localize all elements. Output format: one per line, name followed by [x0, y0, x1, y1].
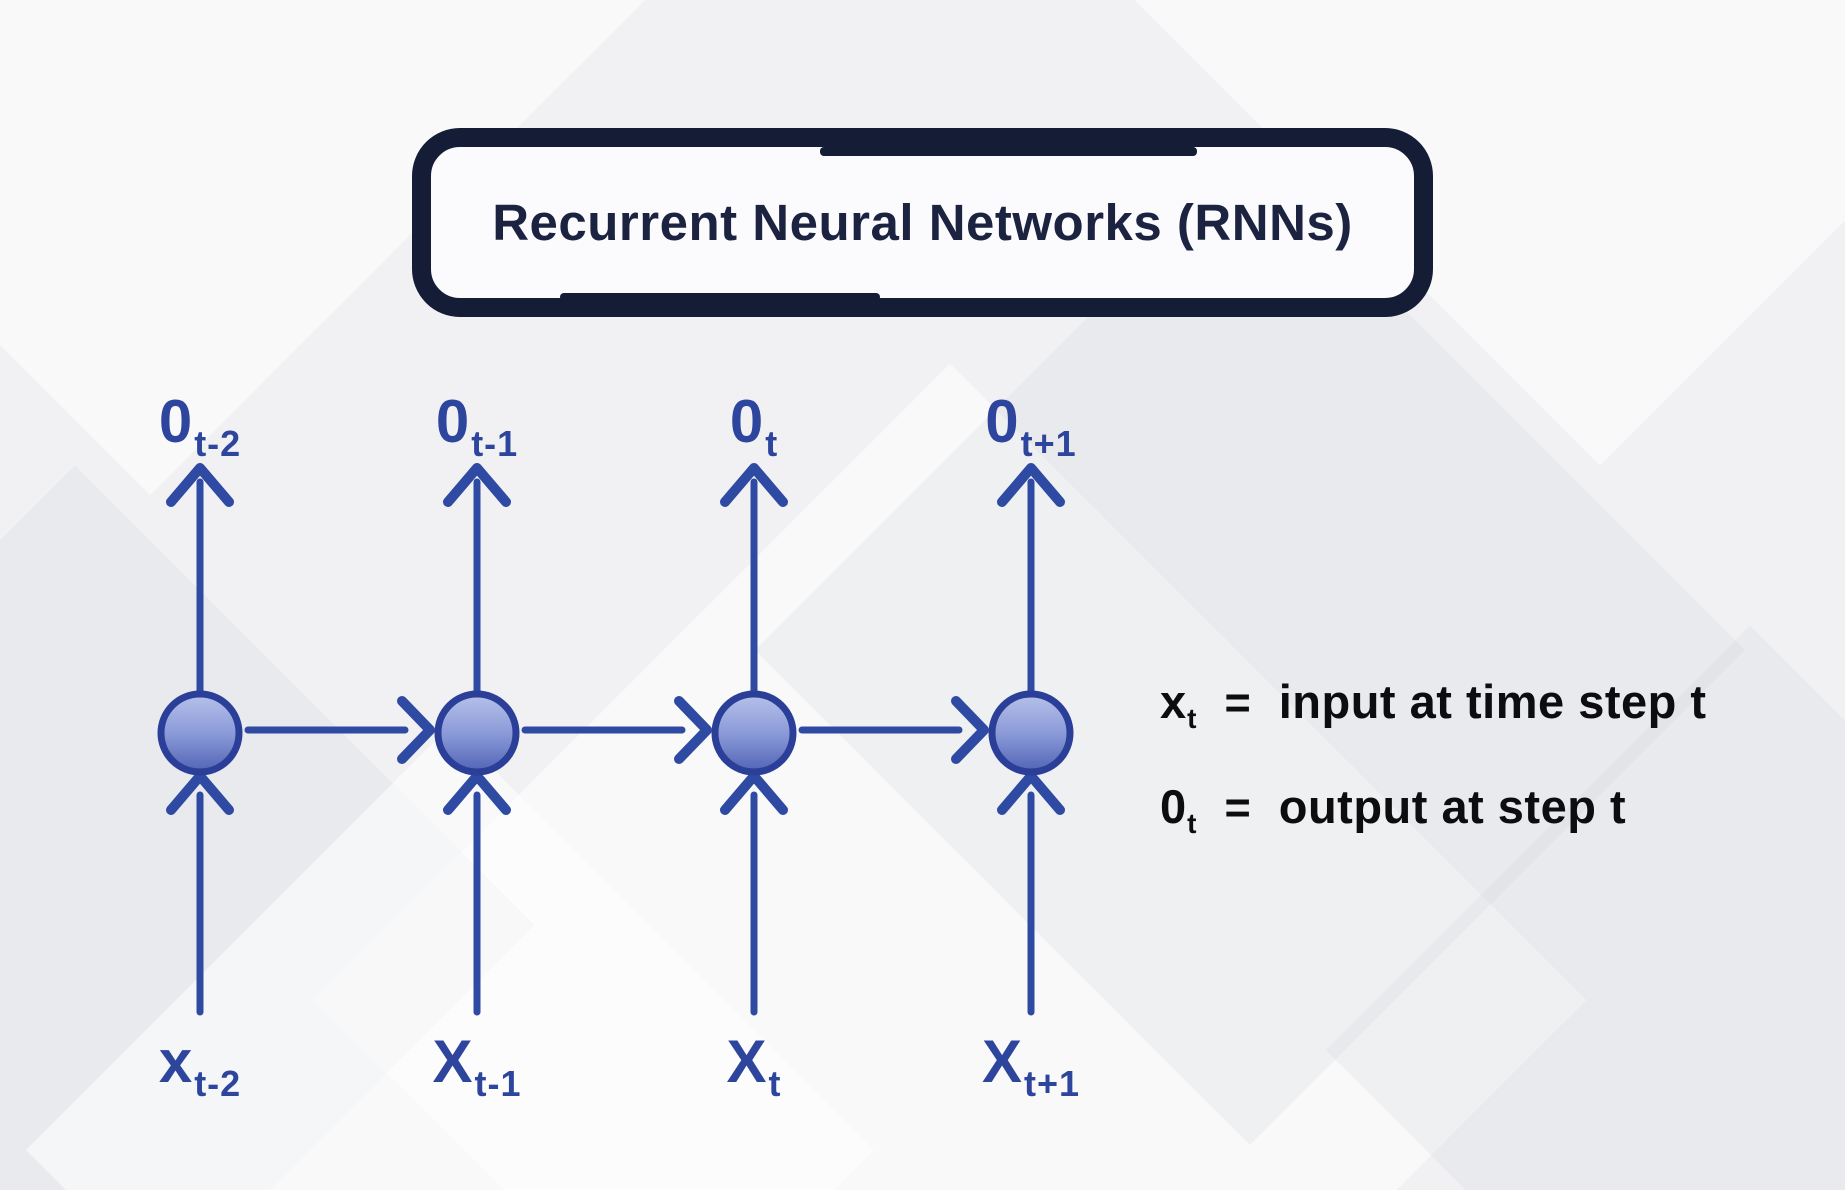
- hidden-state-node-step4: [988, 690, 1074, 776]
- hidden-state-node-step2: [434, 690, 520, 776]
- recurrent-arrow-1-2: [244, 696, 435, 764]
- hidden-state-node-step3: [711, 690, 797, 776]
- legend-input-text: input at time step t: [1278, 675, 1707, 728]
- output-arrow-step4: [997, 463, 1065, 698]
- output-label-step4: 0t+1: [985, 388, 1077, 464]
- output-label-step2: 0t-1: [435, 388, 519, 464]
- output-arrow-step2: [443, 463, 511, 698]
- input-arrow-step2: [443, 771, 511, 1016]
- input-label-step4: Xt+1: [981, 1028, 1081, 1104]
- legend-output-symbol: 0t: [1160, 780, 1197, 839]
- input-arrow-step3: [720, 771, 788, 1016]
- legend-output-definition: 0t = output at step t: [1160, 780, 1627, 839]
- title-box: Recurrent Neural Networks (RNNs): [412, 128, 1433, 317]
- legend-input-definition: xt = input at time step t: [1160, 675, 1707, 734]
- output-arrow-step1: [166, 463, 234, 698]
- input-label-step3: Xt: [726, 1028, 782, 1104]
- input-label-step1: xt-2: [158, 1028, 242, 1104]
- input-arrow-step4: [997, 771, 1065, 1016]
- equals-sign: =: [1224, 677, 1251, 728]
- equals-sign: =: [1224, 782, 1251, 833]
- hidden-state-node-step1: [157, 690, 243, 776]
- output-label-step1: 0t-2: [158, 388, 242, 464]
- title-box-accent-top: [820, 147, 1197, 156]
- output-label-step3: 0t: [729, 388, 779, 464]
- recurrent-arrow-2-3: [521, 696, 712, 764]
- recurrent-arrow-3-4: [798, 696, 989, 764]
- page-title: Recurrent Neural Networks (RNNs): [492, 194, 1353, 251]
- title-box-accent-bottom: [560, 293, 880, 301]
- input-arrow-step1: [166, 771, 234, 1016]
- legend-input-symbol: xt: [1160, 675, 1197, 734]
- legend-output-text: output at step t: [1278, 780, 1627, 833]
- input-label-step2: Xt-1: [432, 1028, 522, 1104]
- output-arrow-step3: [720, 463, 788, 698]
